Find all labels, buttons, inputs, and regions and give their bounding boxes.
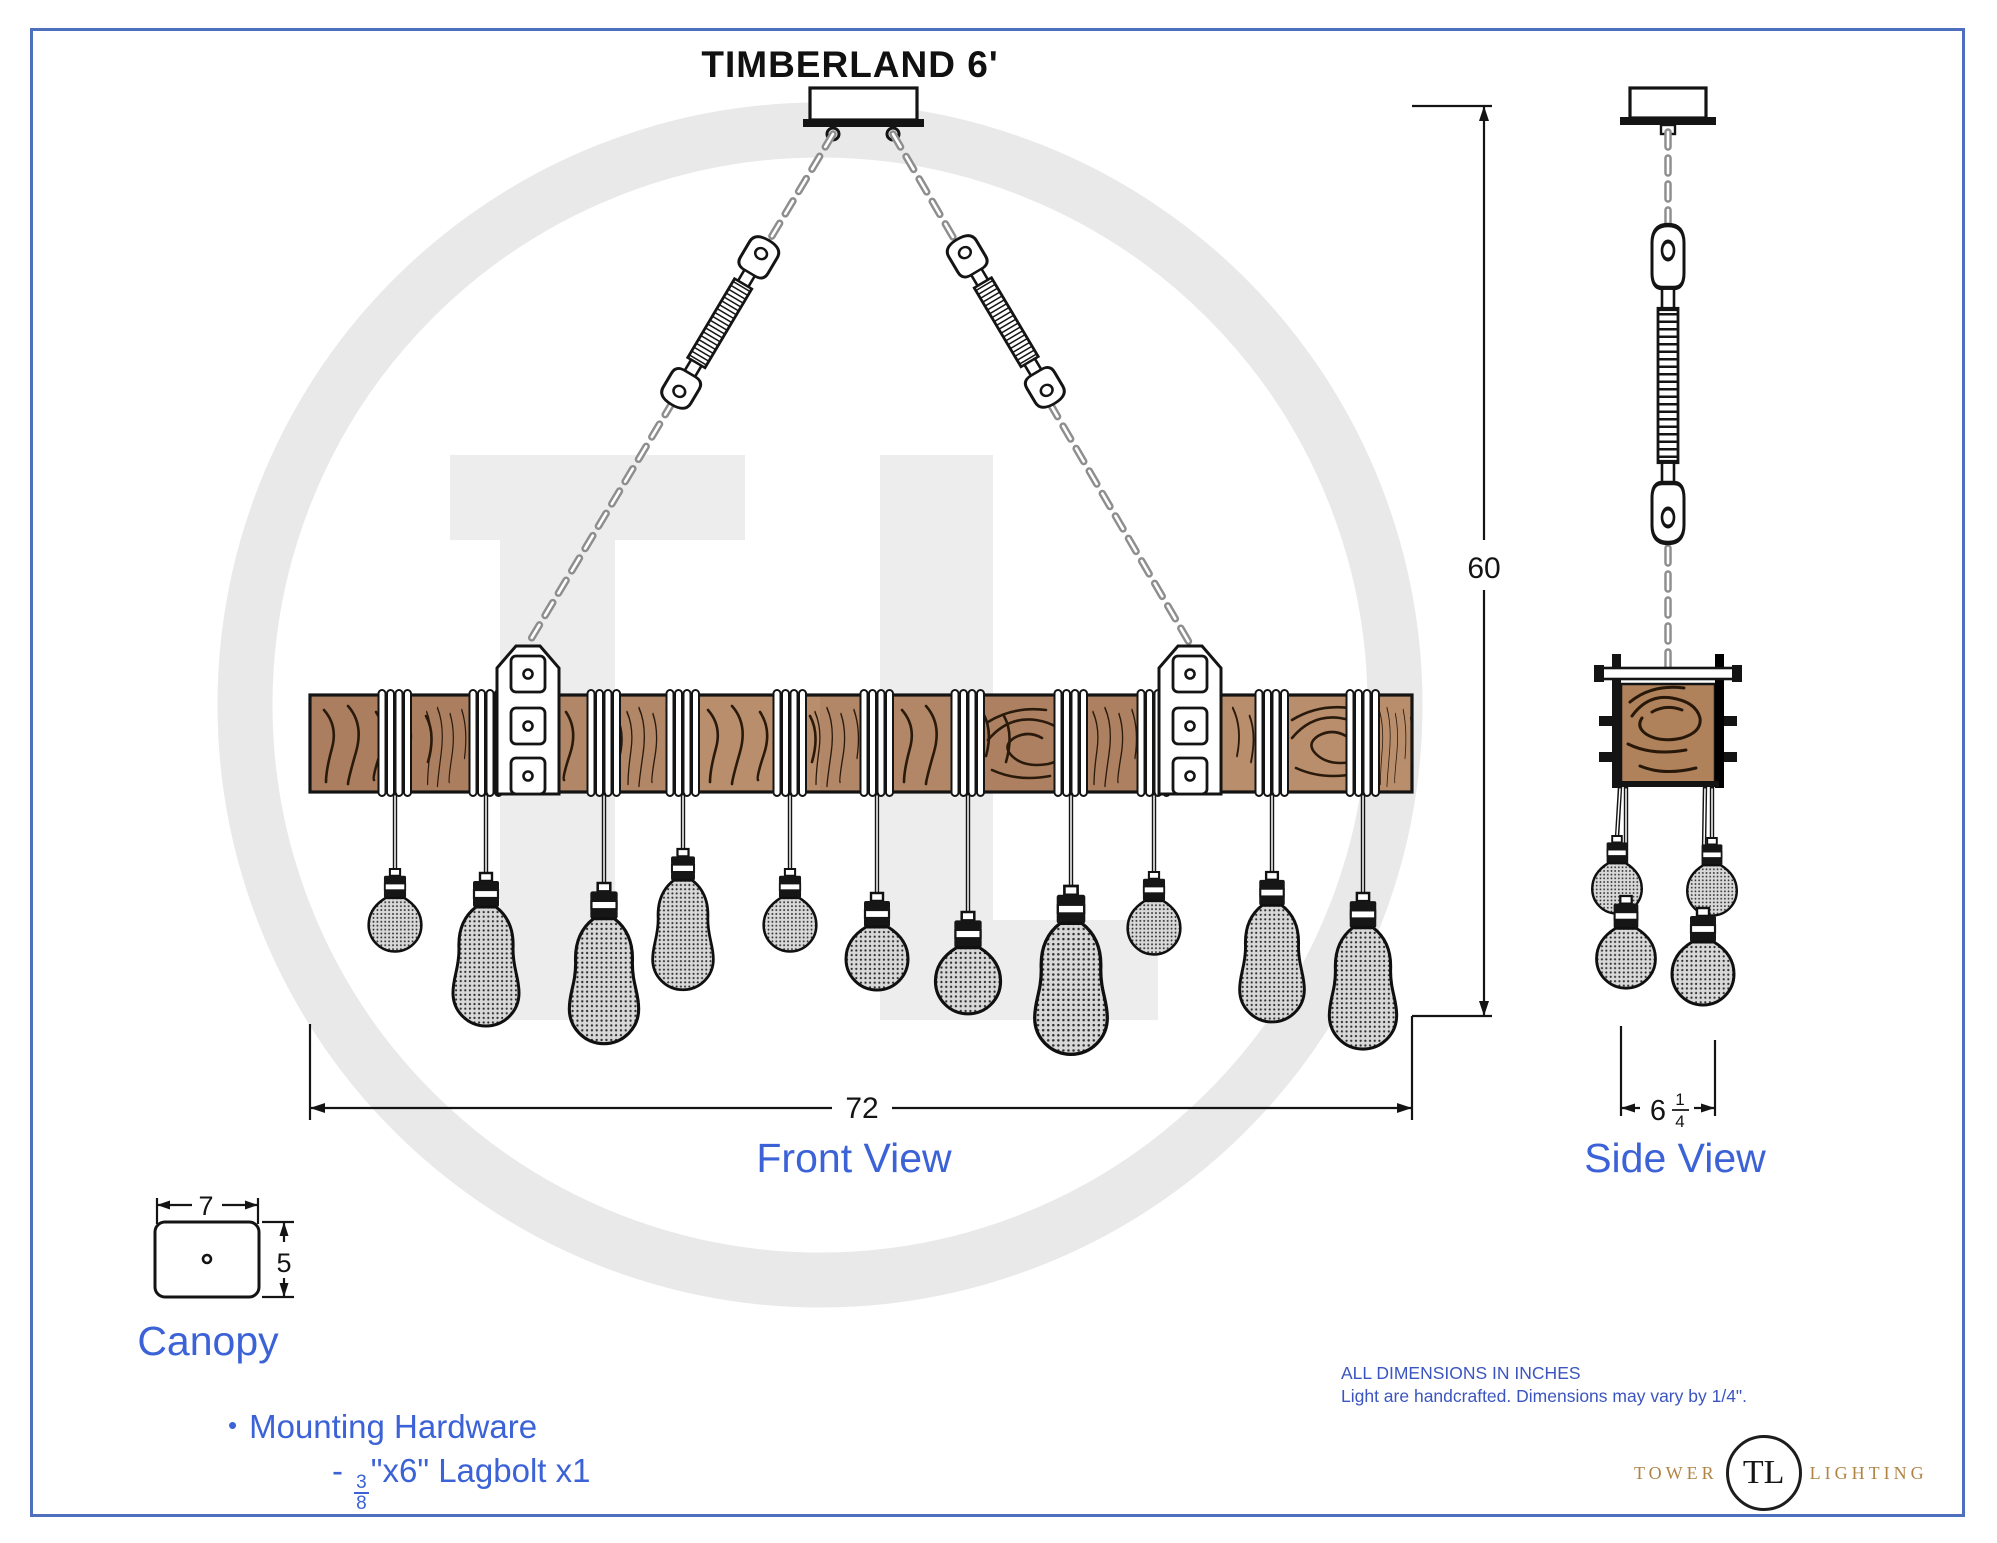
beam-bracket-left [495, 644, 561, 796]
notes-line2: Light are handcrafted. Dimensions may va… [1341, 1386, 1747, 1407]
logo-circle-icon: TL [1725, 1435, 1802, 1511]
side-canopy [1628, 86, 1708, 120]
logo-monogram: TL [1742, 1454, 1785, 1491]
page-title: TIMBERLAND 6' [701, 44, 999, 85]
mounting-heading: Mounting Hardware [249, 1408, 538, 1445]
side-view-label: Side View [1584, 1135, 1766, 1181]
edison-bulb [762, 867, 818, 953]
dimension-notes: ALL DIMENSIONS IN INCHES Light are handc… [1341, 1362, 1861, 1409]
edison-bulb [367, 867, 423, 953]
side-view-drawing [1590, 86, 1742, 1007]
bullet-icon: • [228, 1410, 238, 1440]
dim-width-72: 72 [845, 1092, 878, 1125]
notes-line1: ALL DIMENSIONS IN INCHES [1341, 1363, 1581, 1383]
canopy-label: Canopy [137, 1318, 279, 1364]
turnbuckle-left [656, 230, 785, 415]
logo-word-lighting: LIGHTING [1809, 1462, 1928, 1483]
side-pendant-bulbs [1590, 784, 1739, 1007]
edison-bulb [1590, 834, 1644, 915]
pendant-bulbs [367, 791, 1399, 1056]
front-view-drawing [308, 86, 1414, 1056]
edison-bulb [1033, 884, 1109, 1056]
edison-bulb [1670, 906, 1736, 1007]
beam-cross-section [1594, 654, 1742, 788]
canopy-center-hole [201, 1253, 213, 1265]
lagbolt-text: "x6" Lagbolt x1 [370, 1452, 591, 1489]
edison-bulb [1126, 870, 1182, 956]
dimension-lines: 60 72 6 1 4 7 5 [155, 104, 1717, 1299]
front-canopy [808, 86, 919, 122]
front-view-label: Front View [756, 1135, 952, 1181]
beam-bracket-right [1157, 644, 1223, 796]
edison-bulb [1238, 870, 1306, 1024]
lagbolt-prefix: - [332, 1452, 353, 1489]
edison-bulb [1685, 836, 1739, 917]
brand-logo: TOWER TL LIGHTING [1634, 1434, 1928, 1512]
turnbuckle-right [941, 229, 1070, 414]
edison-bulb [651, 847, 715, 992]
dim-side-width-den: 4 [1675, 1112, 1684, 1131]
turnbuckle-side [1652, 225, 1684, 543]
fraction-denominator: 8 [356, 1493, 367, 1515]
logo-word-tower: TOWER [1634, 1462, 1718, 1483]
canopy-detail-drawing [153, 1220, 261, 1299]
dim-canopy-width: 7 [198, 1191, 213, 1221]
dim-height-60: 60 [1467, 552, 1500, 585]
dim-side-width-num: 1 [1675, 1090, 1684, 1109]
dim-canopy-height: 5 [276, 1248, 291, 1278]
dim-side-width-whole: 6 [1650, 1095, 1666, 1127]
fraction-numerator: 3 [354, 1472, 369, 1495]
